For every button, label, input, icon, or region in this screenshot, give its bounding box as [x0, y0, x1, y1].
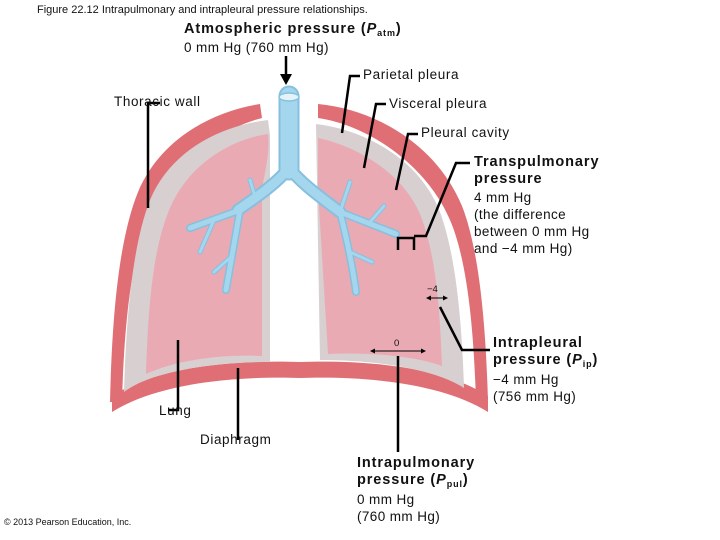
airway	[186, 85, 400, 296]
transpulmonary-bracket	[396, 236, 416, 250]
intrapleural-subscript: ip	[582, 359, 593, 369]
transpulmonary-value-4: and −4 mm Hg)	[474, 241, 573, 256]
diaphragm-band	[112, 361, 488, 412]
right-lung	[318, 138, 442, 366]
transpulmonary-value-2: (the difference	[474, 207, 567, 222]
copyright-notice: © 2013 Pearson Education, Inc.	[4, 517, 132, 527]
transpulmonary-title-1: Transpulmonary	[474, 154, 600, 170]
intrapulmonary-label: pressure (	[357, 472, 437, 488]
lung-label: Lung	[159, 403, 192, 418]
intrapleural-title-2: pressure (Pip)	[493, 352, 598, 373]
intrapulmonary-value-1: 0 mm Hg	[357, 492, 415, 507]
pressure-markers	[370, 295, 448, 354]
visceral-pleura-label: Visceral pleura	[389, 96, 488, 111]
intrapleural-close: )	[592, 352, 599, 368]
atmospheric-pressure-title: Atmospheric pressure (Patm)	[184, 21, 402, 42]
leader-lines	[146, 56, 490, 452]
leader-visceral-pleura	[362, 102, 386, 169]
leader-parietal-pleura	[340, 74, 360, 134]
intrapulmonary-marker-value: 0	[394, 338, 400, 349]
figure-caption: Figure 22.12 Intrapulmonary and intraple…	[37, 4, 368, 16]
intrapulmonary-title-1: Intrapulmonary	[357, 455, 476, 471]
atmospheric-pressure-value: 0 mm Hg (760 mm Hg)	[184, 40, 329, 55]
intrapleural-value-1: −4 mm Hg	[493, 372, 559, 387]
pleural-cavity-label: Pleural cavity	[421, 125, 510, 140]
parietal-pleura-label: Parietal pleura	[363, 67, 460, 82]
thoracic-wall-label: Thoracic wall	[114, 94, 201, 109]
transpulmonary-title-2: pressure	[474, 171, 543, 187]
intrapleural-value-2: (756 mm Hg)	[493, 389, 577, 404]
intrapleural-label: pressure (	[493, 352, 573, 368]
atmospheric-close: )	[395, 21, 402, 37]
leader-pleural-cavity	[394, 132, 418, 191]
intrapleural-title-1: Intrapleural	[493, 335, 583, 351]
intrapulmonary-close: )	[462, 472, 469, 488]
intrapulmonary-value-2: (760 mm Hg)	[357, 509, 441, 524]
intrapleural-marker-value: −4	[427, 284, 438, 295]
atmospheric-subscript: atm	[377, 28, 396, 38]
transpulmonary-value-3: between 0 mm Hg	[474, 224, 590, 239]
intrapleural-symbol: P	[572, 352, 583, 368]
leader-transpulmonary	[414, 161, 470, 238]
intrapulmonary-subscript: pul	[446, 479, 463, 489]
leader-thoracic-wall	[146, 101, 160, 208]
atmospheric-symbol: P	[366, 21, 378, 37]
leader-intrapleural	[438, 306, 490, 352]
leader-lung	[168, 340, 180, 412]
atmospheric-label: Atmospheric pressure (	[184, 21, 367, 37]
intrapulmonary-symbol: P	[436, 472, 447, 488]
intrapulmonary-title-2: pressure (Ppul)	[357, 472, 469, 493]
atmospheric-arrowhead	[280, 74, 292, 85]
diaphragm-label: Diaphragm	[200, 432, 272, 447]
thoracic-wall-right	[318, 104, 488, 402]
transpulmonary-value-1: 4 mm Hg	[474, 190, 532, 205]
left-lung	[146, 134, 269, 374]
